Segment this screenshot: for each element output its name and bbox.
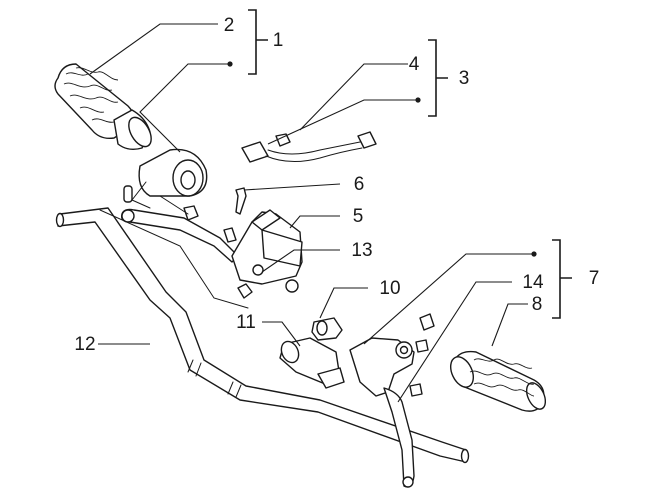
stop-switch	[241, 131, 377, 163]
right-grip	[449, 350, 547, 412]
callout-labels: 2 1 4 3 6 5 13 10 11 12 7 14 8	[74, 15, 599, 355]
left-brake-lever	[120, 195, 239, 263]
callout-1: 1	[273, 30, 284, 51]
callout-10: 10	[379, 278, 400, 299]
right-brake-lever	[383, 387, 415, 488]
adjuster-nut	[311, 317, 343, 341]
throttle-housing	[123, 148, 208, 209]
leader-lines	[89, 23, 537, 403]
callout-8: 8	[532, 294, 543, 315]
callout-2: 2	[224, 15, 235, 36]
group-brackets	[248, 9, 572, 319]
left-grip	[54, 63, 152, 151]
callout-11: 11	[236, 312, 256, 333]
callout-5: 5	[353, 206, 364, 227]
right-switch-housing	[279, 337, 345, 389]
callout-14: 14	[522, 272, 544, 293]
handlebar-tube	[55, 207, 470, 464]
callout-6: 6	[354, 174, 365, 195]
callout-13: 13	[351, 240, 372, 261]
callout-7: 7	[589, 268, 600, 289]
right-lever-holder	[349, 313, 435, 397]
left-lever-holder	[99, 187, 303, 309]
callout-4: 4	[409, 54, 420, 75]
callout-3: 3	[459, 68, 470, 89]
callout-12: 12	[74, 334, 95, 355]
